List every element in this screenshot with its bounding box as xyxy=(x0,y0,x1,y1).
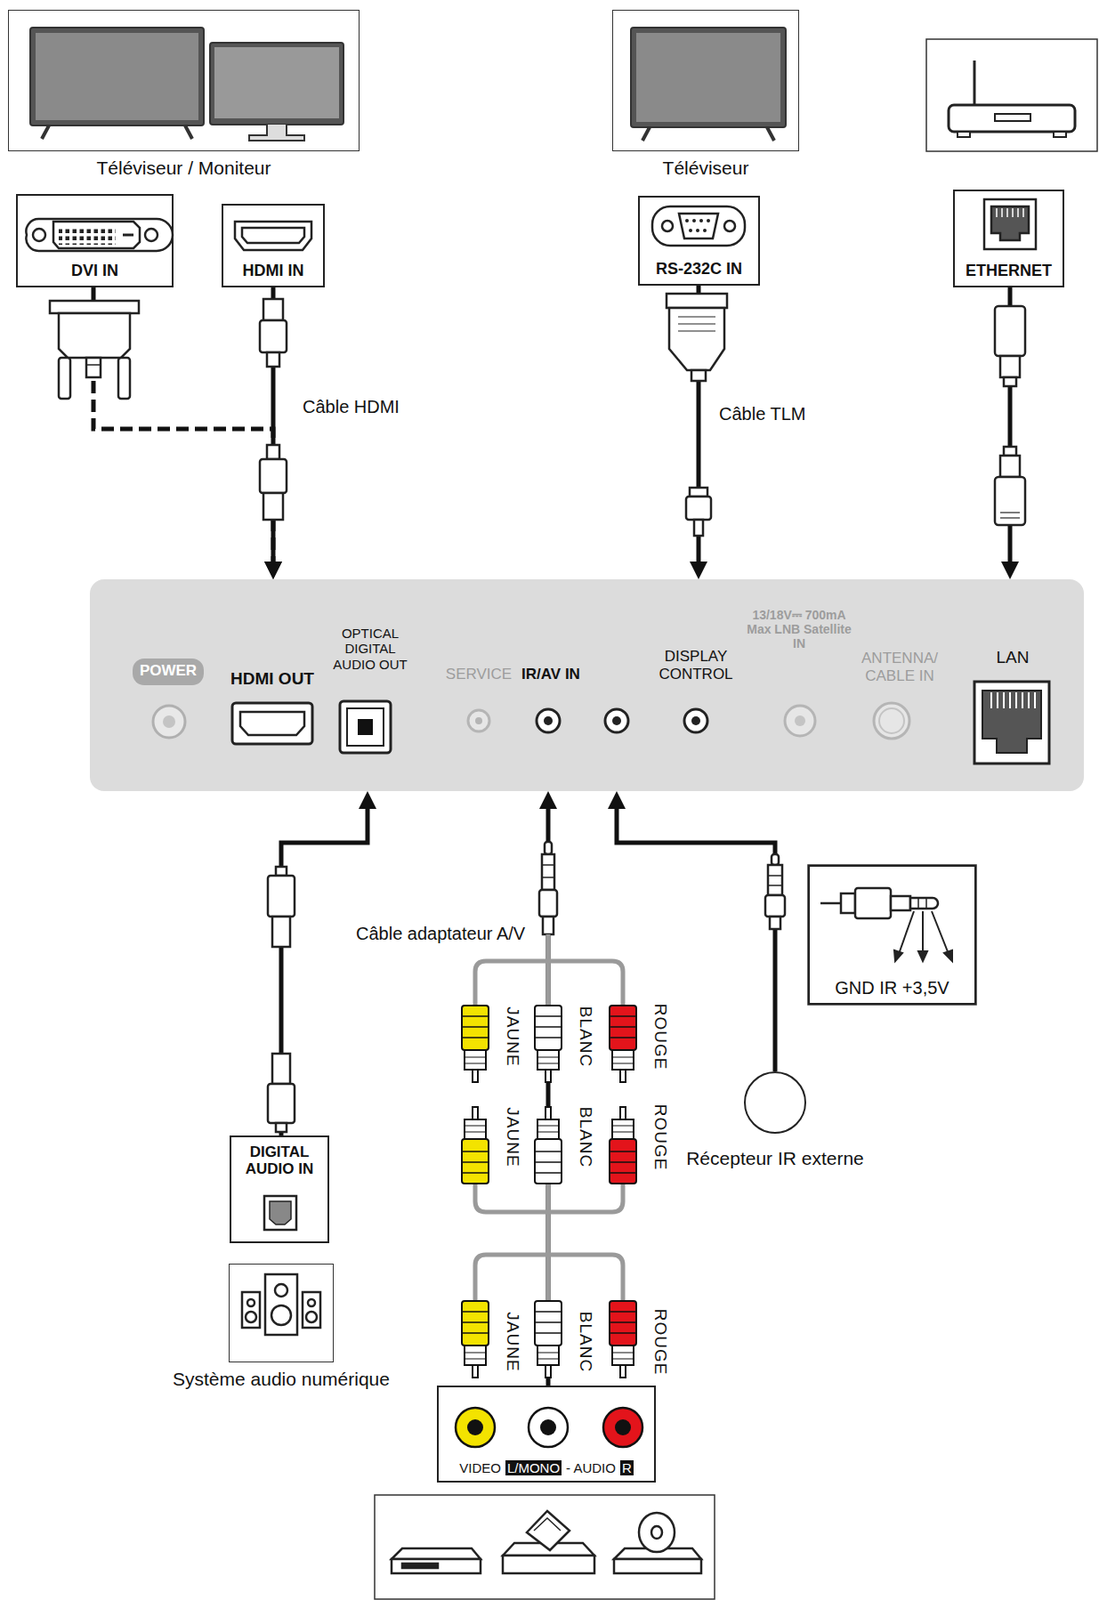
cable-label: Câble adaptateur A/V xyxy=(354,923,527,945)
cable-label: Câble HDMI xyxy=(300,396,402,418)
label-row: VIDEOL/MONO- AUDIOR xyxy=(459,1460,634,1476)
device-frame: Téléviseur xyxy=(612,9,800,152)
detail-box: GND IR +3,5V xyxy=(808,864,977,1005)
ir-receiver: Récepteur IR externe xyxy=(743,1071,807,1134)
port-name: DIGITAL AUDIO IN xyxy=(236,1144,323,1178)
jack-label: VIDEO xyxy=(459,1460,502,1476)
cable-label: Câble TLM xyxy=(717,404,808,425)
rear-panel: POWER HDMI OUTOPTICAL DIGITAL AUDIO OUT SE… xyxy=(89,579,1084,792)
wire-color-label: ROUGE xyxy=(650,1309,671,1376)
wire-color-label: ROUGE xyxy=(650,1003,671,1071)
wire-color-label: JAUNE xyxy=(502,1006,523,1067)
port-name: ETHERNET xyxy=(965,262,1052,281)
port-label: 13/18V⎓ 700mA Max LNB Satellite IN xyxy=(743,607,855,651)
port-box: DIGITAL AUDIO IN xyxy=(229,1135,330,1244)
jack-label: R xyxy=(620,1460,634,1476)
jack-label: - AUDIO xyxy=(565,1460,616,1476)
jack-panel: VIDEOL/MONO- AUDIOR xyxy=(436,1385,656,1483)
port-label: OPTICAL DIGITAL AUDIO OUT xyxy=(327,625,413,672)
cable-connector xyxy=(539,791,558,1386)
device-caption: Téléviseur / Moniteur xyxy=(96,157,271,179)
port-label: POWER xyxy=(132,662,204,680)
port-box: DVI IN xyxy=(16,193,174,288)
wire-color-label: ROUGE xyxy=(650,1104,671,1172)
port-name: GND IR +3,5V xyxy=(834,977,949,998)
port-box: RS-232C IN xyxy=(638,195,760,286)
device-frame: Système audio numérique xyxy=(228,1263,334,1363)
wire-color-label: BLANC xyxy=(575,1006,596,1067)
port-name: HDMI IN xyxy=(242,262,305,281)
port-box: ETHERNET xyxy=(953,189,1065,288)
port-label: LAN xyxy=(977,647,1049,668)
port-name: RS-232C IN xyxy=(655,260,743,279)
wire-color-label: BLANC xyxy=(575,1107,596,1168)
port-label: ANTENNA/ CABLE IN xyxy=(852,649,947,685)
device-caption: Téléviseur xyxy=(662,157,750,179)
cable-connector xyxy=(281,791,377,1136)
device-caption: Système audio numérique xyxy=(172,1368,390,1390)
wire-color-label: JAUNE xyxy=(502,1107,523,1167)
port-name: DVI IN xyxy=(71,262,119,281)
device-caption: Récepteur IR externe xyxy=(686,1147,865,1170)
wire-color-label: BLANC xyxy=(575,1311,596,1373)
device-frame: Téléviseur / Moniteur xyxy=(8,9,360,152)
port-label: IR/AV IN xyxy=(512,665,590,684)
port-label: DISPLAY CONTROL xyxy=(647,647,744,683)
port-box: HDMI IN xyxy=(221,203,325,288)
wire-color-label: JAUNE xyxy=(502,1311,523,1372)
port-label: SERVICE xyxy=(443,665,515,684)
port-label: HDMI OUT xyxy=(222,669,323,689)
jack-label: L/MONO xyxy=(505,1460,562,1476)
